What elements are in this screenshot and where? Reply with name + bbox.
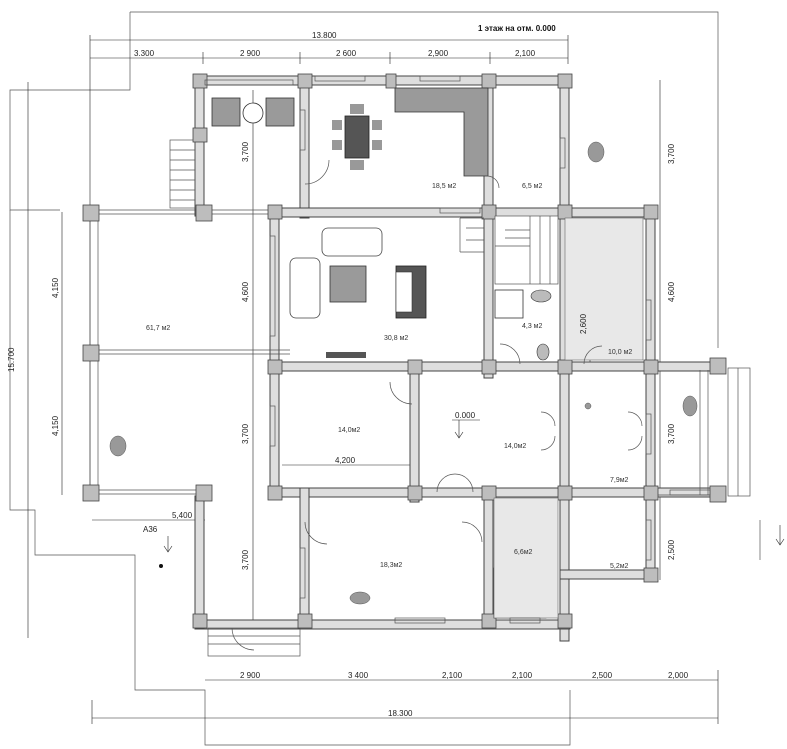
axis-mark: А36 — [143, 525, 158, 534]
room-hall-area: 14,0м2 — [504, 443, 526, 450]
dim-top-1: 3.300 — [134, 49, 155, 58]
room-wc-area: 4,3 м2 — [522, 323, 542, 330]
dim-bottom-overall: 18.300 — [388, 709, 413, 718]
level-mark-symbol — [163, 419, 785, 553]
dim-bottom-4: 2,100 — [512, 671, 533, 680]
dim-bottom-3: 2,100 — [442, 671, 463, 680]
dim-left-1: 4,150 — [51, 277, 60, 298]
room-pantry-area: 6,5 м2 — [522, 183, 542, 190]
wall-posts — [82, 73, 727, 629]
dim-inner-left-3: 3,700 — [241, 423, 250, 444]
furniture — [211, 87, 644, 619]
plan-title: 1 этаж на отм. 0.000 — [478, 24, 556, 33]
dim-inner-right-4: 2,500 — [667, 539, 676, 560]
dim-inner-left-2: 4,600 — [241, 281, 250, 302]
dim-inner-left-1: 3,700 — [241, 141, 250, 162]
axis-dot — [159, 564, 163, 568]
dim-bottom-2: 3 400 — [348, 671, 369, 680]
room-bathroom-area: 6,6м2 — [514, 549, 533, 556]
dim-terrace-width: 5,400 — [172, 511, 193, 520]
dim-top-4: 2,900 — [428, 49, 449, 58]
dim-bottom-5: 2,500 — [592, 671, 613, 680]
site-outline — [9, 11, 761, 746]
room-living-area: 30,8 м2 — [384, 335, 408, 342]
dim-top-2: 2 900 — [240, 49, 261, 58]
dim-left-overall: 15.700 — [7, 347, 16, 372]
room-vestibule-area: 7,9м2 — [610, 477, 629, 484]
room-bedroom2-area: 18,3м2 — [380, 562, 402, 569]
dim-inner-left-4: 3,700 — [241, 549, 250, 570]
dim-top-overall: 13.800 — [312, 31, 337, 40]
room-storage-area: 5,2м2 — [610, 563, 629, 570]
dim-top-3: 2 600 — [336, 49, 357, 58]
dim-living-width: 4,200 — [335, 456, 356, 465]
staircase — [459, 215, 559, 285]
room-boiler-area: 10,0 м2 — [608, 349, 632, 356]
dim-top-5: 2,100 — [515, 49, 536, 58]
dim-bottom-1: 2 900 — [240, 671, 261, 680]
room-terrace-area: 61,7 м2 — [146, 325, 170, 332]
dimension-lines — [27, 35, 719, 724]
dim-inner-right-2: 4,600 — [667, 281, 676, 302]
room-kitchen-area: 18,5 м2 — [432, 183, 456, 190]
dim-bottom-6: 2,000 — [668, 671, 689, 680]
dim-left-2: 4,150 — [51, 415, 60, 436]
dim-inner-right-3: 3,700 — [667, 423, 676, 444]
dim-bath: 2,600 — [579, 313, 588, 334]
dim-inner-right-1: 3,700 — [667, 143, 676, 164]
plants — [109, 141, 698, 605]
windows — [204, 75, 711, 624]
room-bedroom1-area: 14,0м2 — [338, 427, 360, 434]
doors — [231, 159, 643, 651]
level-mark: 0.000 — [455, 411, 476, 420]
